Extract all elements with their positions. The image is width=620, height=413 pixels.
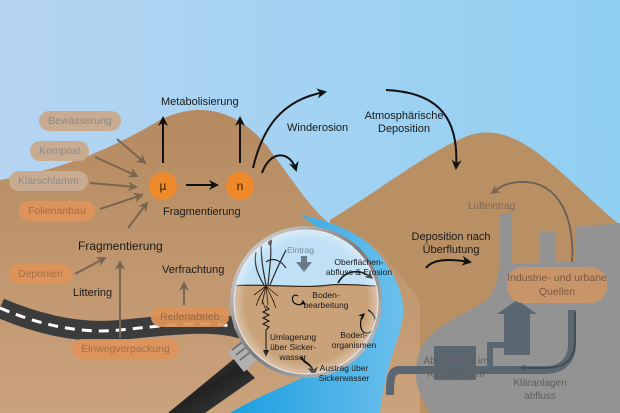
source-bewaesserung: Bewässerung <box>39 111 121 131</box>
mag-label-surface-runoff: Oberflächen- abfluss & Erosion <box>325 257 393 277</box>
mag-label-soil-organisms: Boden- organismen <box>329 330 379 350</box>
label-lufteintrag: Lufteintrag <box>468 201 516 212</box>
nanoplastic-node: n <box>226 172 254 200</box>
lufteintrag-arrow <box>490 181 574 263</box>
house-icon <box>497 300 537 355</box>
label-sludge-separation: Abtrennung im Klärschlamm <box>412 355 500 381</box>
mag-oberflaechen-line2: abfluss & Erosion <box>325 267 393 277</box>
outflow-arrow <box>518 312 576 372</box>
source-industrie: Industrie- und urbane Quellen <box>507 267 607 303</box>
label-winderosion: Winderosion <box>287 122 349 134</box>
mag-label-leaching: Austrag über Sickerwasser <box>316 363 372 383</box>
source-arrows <box>74 138 189 338</box>
label-fragmentierung-top: Fragmentierung <box>163 206 241 218</box>
outflow-pipe <box>386 310 576 396</box>
source-kompost: Kompost <box>30 141 90 161</box>
source-klaerschlamm: Klärschlamm <box>9 171 88 191</box>
label-klaeranlagen-line2: abfluss <box>524 391 556 402</box>
mag-oberflaechen-line1: Oberflächen- <box>334 257 384 267</box>
label-metabolisierung: Metabolisierung <box>161 96 239 108</box>
label-ueberflutung-line2: Überflutung <box>422 244 480 256</box>
mag-label-tillage: Boden- bearbeitung <box>303 290 349 310</box>
mag-austrag-line1: Austrag über <box>319 363 369 373</box>
label-atmos-line1: Atmosphärische <box>364 110 444 122</box>
mag-boden-org-line2: organismen <box>331 340 377 350</box>
house-pipe <box>487 342 504 368</box>
label-wwtp-outflow: Kläranlagen abfluss <box>505 377 575 403</box>
mag-label-relocation: Umlagerung über Sicker- wasser <box>268 332 318 362</box>
mag-boden-bearb-line2: bearbeitung <box>303 300 349 310</box>
mag-umlagerung-line3: wasser <box>279 352 307 362</box>
mag-boden-org-line1: Boden- <box>340 330 368 340</box>
mag-austrag-line2: Sickerwasser <box>318 373 370 383</box>
mag-label-eintrag: Eintrag <box>287 245 314 255</box>
sludge-tank <box>434 346 476 380</box>
source-reifenabrieb: Reifenabrieb <box>151 307 229 327</box>
label-littering: Littering <box>73 287 113 299</box>
magnifier-lens <box>230 226 382 378</box>
process-arrows <box>158 88 472 269</box>
source-einwegverpackung: Einwegverpackung <box>72 339 179 359</box>
source-industrie-label: Industrie- und urbane Quellen <box>507 272 607 298</box>
label-atmospheric-deposition: Atmosphärische Deposition <box>361 110 447 136</box>
label-ueberflutung-line1: Deposition nach <box>411 231 491 243</box>
mag-umlagerung-line1: Umlagerung <box>269 332 317 342</box>
label-flood-deposition: Deposition nach Überflutung <box>403 231 499 257</box>
label-abtrennung-line2: Klärschlamm <box>427 369 485 380</box>
mag-boden-bearb-line1: Boden- <box>312 290 340 300</box>
label-atmos-line2: Deposition <box>378 123 430 135</box>
label-verfrachtung: Verfrachtung <box>162 264 225 276</box>
microplastic-node: µ <box>149 172 177 200</box>
mag-umlagerung-line2: über Sicker- <box>270 342 316 352</box>
source-deponien: Deponien <box>9 264 72 284</box>
label-abtrennung-line1: Abtrennung im <box>423 356 489 367</box>
source-folienanbau: Folienanbau <box>19 201 95 221</box>
label-klaeranlagen-line1: Kläranlagen <box>513 378 567 389</box>
label-fragmentierung-left: Fragmentierung <box>78 239 163 253</box>
